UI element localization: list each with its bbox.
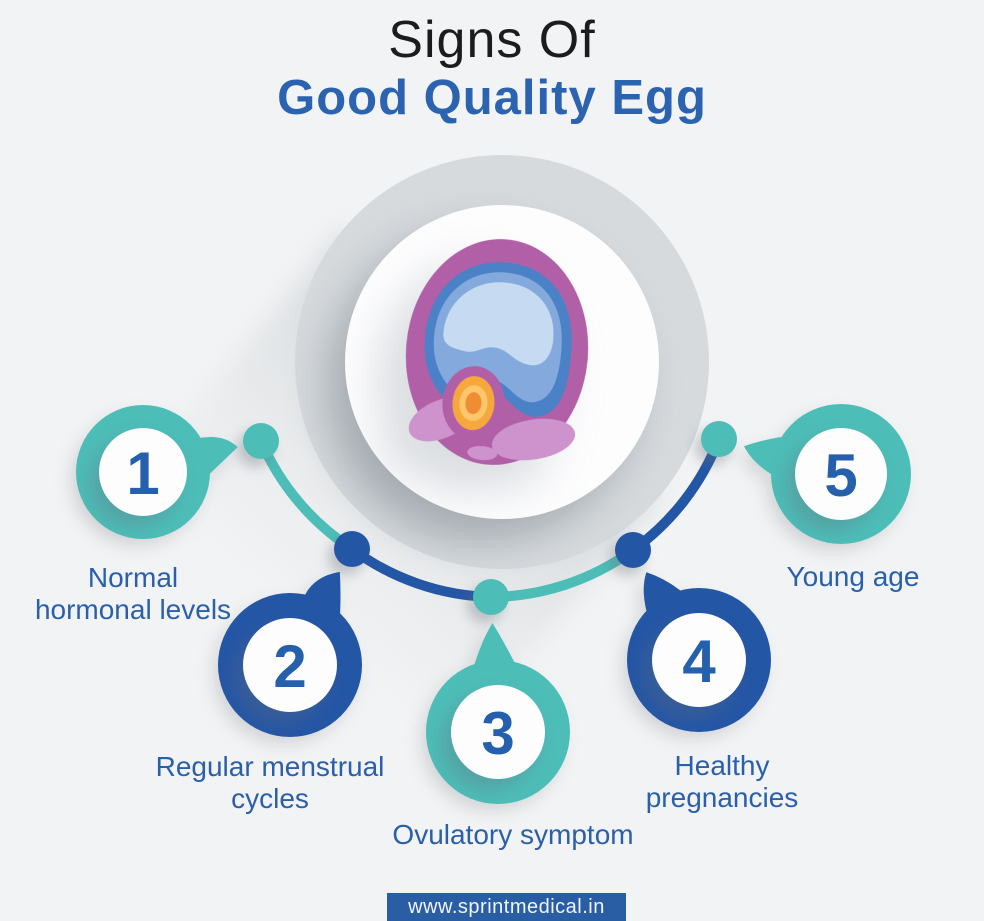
- website-watermark-bar: www.sprintmedical.in: [387, 893, 626, 921]
- step-2-label: Regular menstrual cycles: [155, 750, 385, 814]
- egg-yolk-center: [465, 392, 482, 415]
- egg-pink-blob-right: [491, 418, 576, 461]
- egg-pink-blob-bottom: [467, 445, 498, 461]
- step-2-bubble: [218, 571, 362, 737]
- step-4-bubble: [627, 572, 771, 732]
- egg-cell-illustration: [405, 239, 589, 465]
- step-1-face: [99, 428, 187, 516]
- step-4-label: Healthy pregnancies: [645, 749, 799, 813]
- connector-node-3: [473, 579, 509, 615]
- step-2-tail: [305, 571, 341, 614]
- title-line1: Signs Of: [388, 11, 596, 69]
- connector-node-2: [334, 531, 370, 567]
- step-2-face: [243, 618, 337, 712]
- step-5-label: Young age: [786, 560, 920, 592]
- step-1-number: 1: [126, 440, 160, 507]
- connector-node-1: [243, 423, 279, 459]
- step-3-bubble: [426, 623, 570, 804]
- step-3-label: Ovulatory symptom: [392, 818, 634, 850]
- step-3-number: 3: [481, 700, 515, 767]
- step-4-face: [652, 613, 746, 707]
- step-1-label: Normal hormonal levels: [34, 561, 232, 625]
- step-5-bubble: [744, 404, 911, 544]
- step-4-tail: [643, 572, 681, 611]
- step-5-number: 5: [824, 442, 858, 509]
- connector-node-4: [615, 532, 651, 568]
- step-4-number: 4: [682, 628, 716, 695]
- title-block: Signs Of Good Quality Egg: [0, 10, 984, 126]
- egg-cytoplasm-highlight: [443, 282, 554, 366]
- step-1-tail: [200, 436, 238, 474]
- step-5-face: [795, 428, 887, 520]
- step-3-tail: [474, 623, 515, 664]
- step-3-face: [451, 685, 545, 779]
- step-2-number: 2: [273, 633, 307, 700]
- connector-node-5: [701, 421, 737, 457]
- title-line2: Good Quality Egg: [277, 71, 707, 125]
- website-url: www.sprintmedical.in: [408, 895, 605, 918]
- step-1-bubble: [76, 405, 238, 539]
